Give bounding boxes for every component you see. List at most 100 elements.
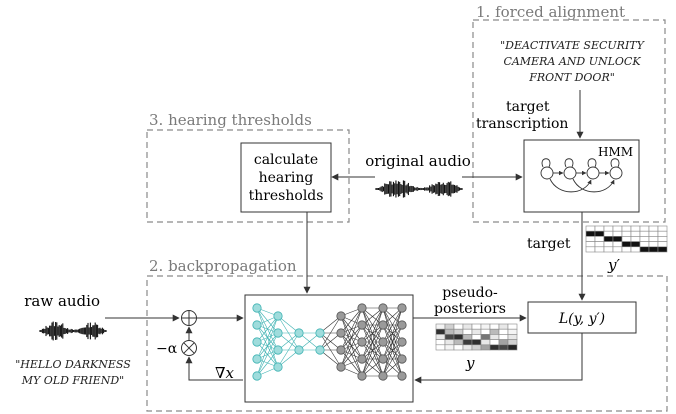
- matrix-cell: [471, 344, 482, 351]
- matrix-cell: [444, 328, 455, 335]
- nn-node: [294, 328, 304, 338]
- matrix-cell: [657, 230, 668, 237]
- nn-edge: [256, 332, 279, 377]
- matrix-cell: [489, 339, 500, 346]
- matrix-cell: [603, 230, 614, 237]
- matrix-cell: [585, 246, 596, 253]
- matrix-cell: [585, 241, 596, 248]
- matrix-cell: [621, 241, 632, 248]
- nn-node: [294, 345, 304, 355]
- matrix-cell: [435, 328, 446, 335]
- nn-node: [357, 337, 367, 347]
- matrix-cell: [444, 323, 455, 330]
- matrix-cell: [639, 241, 650, 248]
- matrix-cell: [471, 339, 482, 346]
- matrix-cell: [657, 225, 668, 232]
- matrix-cell: [630, 225, 641, 232]
- target-sentence-line: "DEACTIVATE SECURITY: [500, 39, 646, 52]
- matrix-cell: [453, 344, 464, 351]
- matrix-cell: [471, 334, 482, 340]
- matrix-cell: [639, 225, 650, 232]
- calculate-thresholds-label: calculate: [254, 152, 318, 168]
- matrix-cell: [462, 334, 473, 340]
- y-prime-label: y′: [607, 256, 620, 274]
- nn-node: [336, 328, 346, 338]
- matrix-cell: [630, 241, 641, 248]
- nn-node: [273, 345, 283, 355]
- hmm-label: HMM: [598, 145, 633, 159]
- nn-node: [357, 354, 367, 364]
- hearing-thresholds-section: [146, 129, 350, 223]
- matrix-cell: [462, 344, 473, 351]
- nn-edge: [340, 307, 363, 351]
- matrix-cell: [603, 241, 614, 248]
- matrix-cell: [648, 230, 659, 237]
- nn-edge: [340, 324, 363, 368]
- matrix-cell: [648, 246, 659, 253]
- calculate-thresholds-box: [240, 142, 332, 213]
- nn-edge: [382, 307, 403, 343]
- nn-node: [378, 354, 388, 364]
- matrix-cell: [498, 328, 509, 335]
- matrix-cell: [648, 236, 659, 242]
- calculate-thresholds-label: thresholds: [249, 188, 324, 204]
- matrix-cell: [444, 339, 455, 346]
- matrix-cell: [435, 344, 446, 351]
- matrix-cell: [594, 225, 605, 232]
- matrix-cell: [489, 328, 500, 335]
- nn-edge: [340, 341, 363, 368]
- matrix-cell: [507, 323, 518, 330]
- forced-alignment-section: [472, 19, 666, 223]
- nn-edge: [382, 324, 403, 377]
- nn-node: [378, 320, 388, 330]
- y-label: y: [465, 354, 475, 372]
- matrix-cell: [639, 230, 650, 237]
- original-audio-waveform: [375, 180, 463, 198]
- matrix-cell: [603, 236, 614, 242]
- matrix-cell: [453, 323, 464, 330]
- matrix-cell: [507, 328, 518, 335]
- nn-node: [336, 345, 346, 355]
- matrix-cell: [657, 236, 668, 242]
- matrix-cell: [489, 323, 500, 330]
- nn-node: [273, 328, 283, 338]
- nn-node: [357, 320, 367, 330]
- pseudo-posteriors-label: pseudo-: [442, 285, 498, 301]
- nn-edge: [256, 349, 279, 377]
- input-sentence-line: "HELLO DARKNESS: [15, 358, 131, 371]
- matrix-cell: [612, 230, 623, 237]
- nn-node: [378, 337, 388, 347]
- sum-operator: [181, 310, 197, 326]
- nn-edge: [256, 315, 279, 343]
- nn-edge: [382, 307, 403, 377]
- matrix-cell: [585, 230, 596, 237]
- target-matrix: [585, 225, 668, 253]
- nn-node: [336, 311, 346, 321]
- matrix-cell: [453, 334, 464, 340]
- matrix-cell: [480, 334, 491, 340]
- matrix-cell: [621, 230, 632, 237]
- nn-node: [397, 337, 407, 347]
- original-audio-label: original audio: [365, 152, 471, 170]
- nn-node: [378, 303, 388, 313]
- matrix-cell: [498, 339, 509, 346]
- target-sentence-line: FRONT DOOR": [528, 71, 615, 84]
- matrix-cell: [621, 225, 632, 232]
- nn-node: [252, 337, 262, 347]
- matrix-cell: [498, 334, 509, 340]
- nn-node: [252, 320, 262, 330]
- nn-node: [252, 354, 262, 364]
- hmm-graph: [540, 158, 623, 193]
- nn-node: [252, 303, 262, 313]
- matrix-cell: [462, 323, 473, 330]
- matrix-cell: [471, 323, 482, 330]
- posterior-matrix: [435, 323, 518, 351]
- matrix-cell: [435, 339, 446, 346]
- matrix-cell: [612, 225, 623, 232]
- pseudo-posteriors-label: posteriors: [434, 301, 506, 317]
- target-transcription-label: target: [506, 99, 550, 115]
- nn-node: [252, 371, 262, 381]
- matrix-cell: [657, 246, 668, 253]
- matrix-cell: [639, 236, 650, 242]
- nn-node: [315, 328, 325, 338]
